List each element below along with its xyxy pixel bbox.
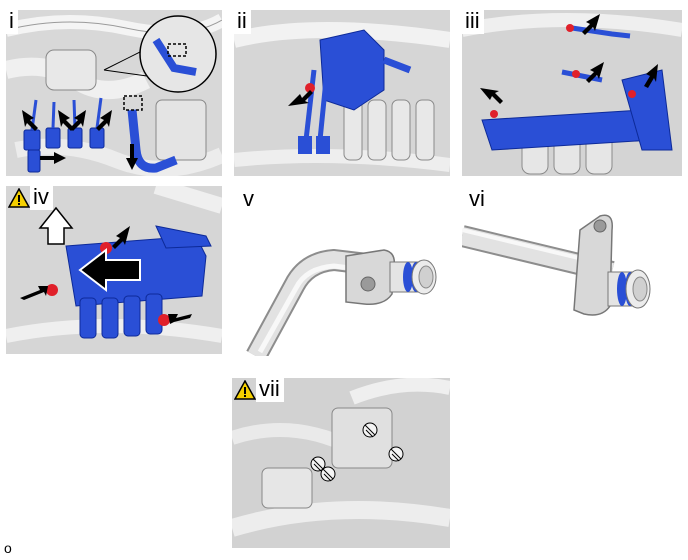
panel-ii-label: ii	[234, 10, 251, 34]
panel-v: v	[234, 186, 450, 356]
panel-v-label: v	[243, 186, 254, 211]
pointer-arrow-icon	[20, 226, 192, 324]
panel-vi: vi	[462, 186, 682, 336]
panel-ii-illustration	[234, 10, 450, 176]
pointer-arrow-icon	[22, 110, 138, 170]
panel-vii: vii	[232, 378, 450, 548]
warning-triangle-icon	[234, 380, 256, 400]
warning-triangle-icon	[8, 188, 30, 208]
panel-iv: iv	[6, 186, 222, 354]
pointer-arrow-icon	[288, 90, 313, 106]
panel-vi-illustration	[462, 214, 651, 316]
corner-caption: o	[4, 540, 12, 556]
panel-iii-illustration	[462, 10, 682, 176]
lift-arrow-icon	[38, 206, 74, 245]
panel-vi-label: vi	[469, 186, 485, 211]
panel-iii-label: iii	[462, 10, 484, 34]
panel-i-illustration	[6, 10, 222, 176]
move-direction-arrow-icon	[78, 247, 141, 293]
pointer-arrow-icon	[480, 14, 658, 104]
panel-v-illustration	[246, 248, 437, 356]
panel-i-label: i	[6, 10, 18, 34]
panel-iv-label: iv	[30, 186, 53, 210]
panel-vii-illustration	[232, 378, 450, 548]
detail-magnifier-icon	[139, 15, 217, 93]
panel-iv-illustration	[6, 186, 222, 354]
panel-iii: iii	[462, 10, 682, 176]
panel-ii: ii	[234, 10, 450, 176]
panel-i: i	[6, 10, 222, 176]
panel-vii-label: vii	[256, 378, 284, 402]
